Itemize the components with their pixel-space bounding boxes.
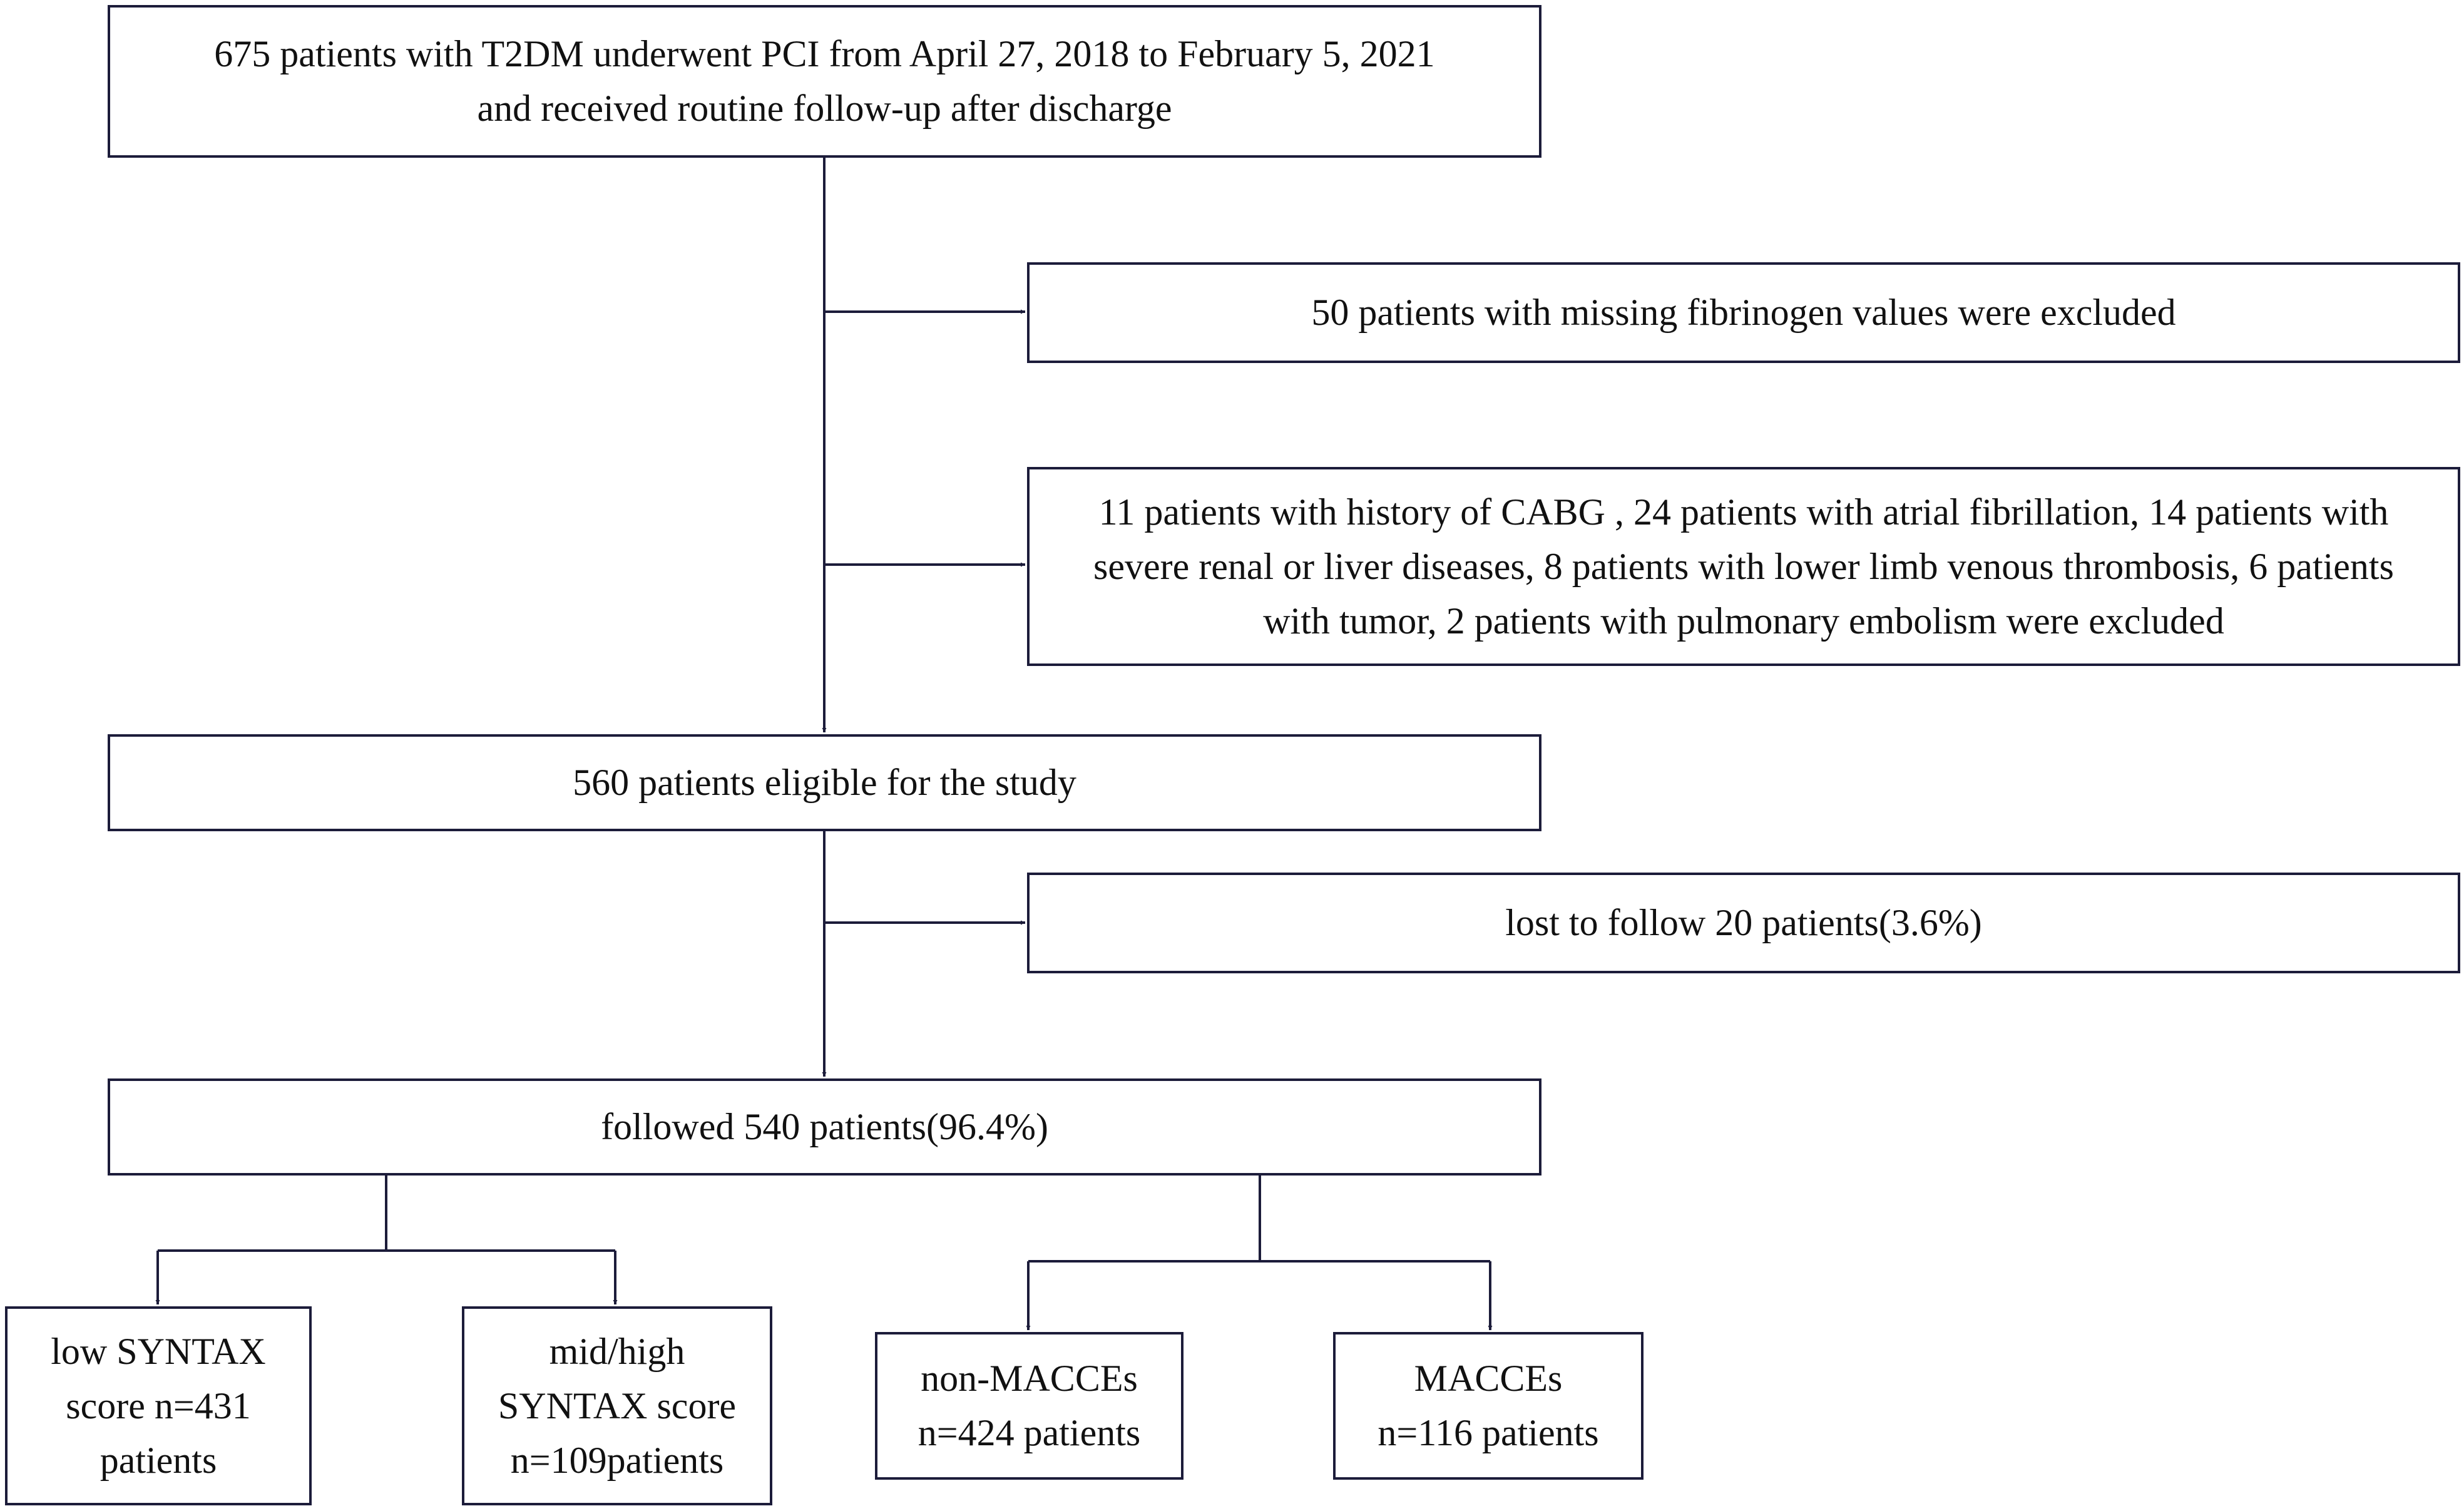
box-text-line: n=424 patients bbox=[918, 1412, 1141, 1453]
box-text-line: lost to follow 20 patients(3.6%) bbox=[1505, 902, 1982, 943]
box-text-line: mid/high bbox=[549, 1330, 685, 1372]
followed-box: followed 540 patients(96.4%) bbox=[108, 1078, 1541, 1176]
exclude-fibrinogen-box: 50 patients with missing fibrinogen valu… bbox=[1027, 262, 2460, 363]
macces-box: MACCEs n=116 patients bbox=[1333, 1332, 1644, 1480]
box-text-line: MACCEs bbox=[1414, 1358, 1563, 1399]
non-macces-box: non-MACCEs n=424 patients bbox=[875, 1332, 1183, 1480]
box-text-line: followed 540 patients(96.4%) bbox=[601, 1106, 1048, 1147]
box-text-line: non-MACCEs bbox=[921, 1358, 1138, 1399]
box-text-line: SYNTAX score bbox=[498, 1385, 737, 1426]
eligible-box: 560 patients eligible for the study bbox=[108, 734, 1541, 831]
box-text-line: with tumor, 2 patients with pulmonary em… bbox=[1263, 600, 2224, 642]
box-text-line: severe renal or liver diseases, 8 patien… bbox=[1093, 545, 2394, 587]
midhigh-syntax-box: mid/high SYNTAX score n=109patients bbox=[462, 1306, 772, 1505]
box-text-line: n=109patients bbox=[510, 1439, 724, 1481]
box-text-line: patients bbox=[100, 1439, 217, 1481]
box-text-line: 50 patients with missing fibrinogen valu… bbox=[1311, 292, 2176, 333]
box-text-line: and received routine follow-up after dis… bbox=[477, 88, 1172, 129]
box-text-line: 675 patients with T2DM underwent PCI fro… bbox=[214, 33, 1435, 74]
box-text-line: low SYNTAX bbox=[51, 1330, 266, 1372]
lost-to-follow-box: lost to follow 20 patients(3.6%) bbox=[1027, 873, 2460, 973]
box-text-line: 560 patients eligible for the study bbox=[573, 762, 1076, 803]
low-syntax-box: low SYNTAX score n=431 patients bbox=[5, 1306, 312, 1505]
box-text-line: score n=431 bbox=[66, 1385, 251, 1426]
exclude-conditions-box: 11 patients with history of CABG , 24 pa… bbox=[1027, 467, 2460, 666]
box-text-line: n=116 patients bbox=[1378, 1412, 1599, 1453]
initial-cohort-box: 675 patients with T2DM underwent PCI fro… bbox=[108, 5, 1541, 158]
box-text-line: 11 patients with history of CABG , 24 pa… bbox=[1098, 491, 2389, 533]
